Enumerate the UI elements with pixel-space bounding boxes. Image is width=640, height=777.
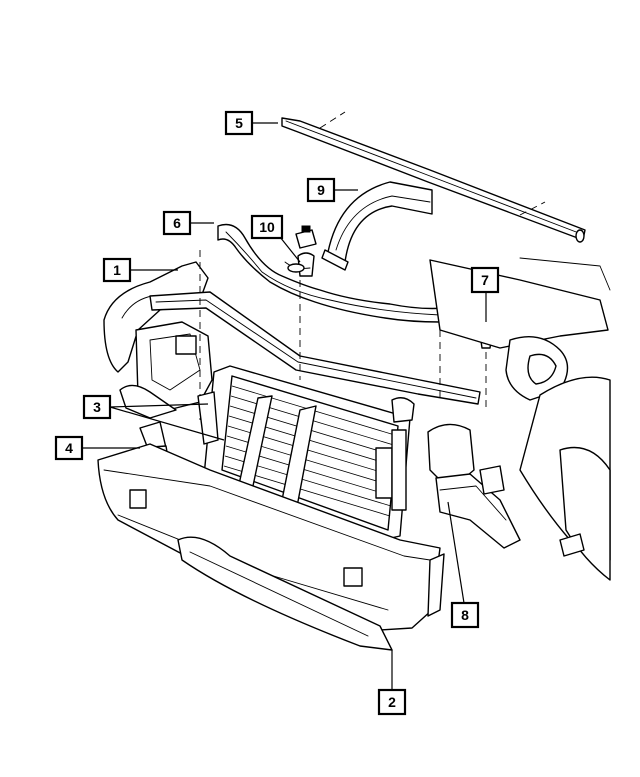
right-fender-body — [429, 257, 611, 581]
fender-seal-part — [321, 181, 433, 271]
callout-3: 3 — [82, 394, 112, 420]
callout-9: 9 — [306, 177, 336, 203]
svg-text:2: 2 — [388, 694, 396, 710]
callout-7: 7 — [470, 266, 500, 294]
callout-6: 6 — [162, 210, 192, 236]
svg-text:6: 6 — [173, 215, 181, 231]
callout-8: 8 — [450, 601, 480, 629]
svg-text:1: 1 — [113, 262, 121, 278]
svg-text:9: 9 — [317, 182, 325, 198]
svg-text:8: 8 — [461, 607, 469, 623]
upper-radiator-support — [149, 250, 481, 420]
side-bracket-part — [427, 423, 521, 549]
front-bumper-part — [97, 443, 445, 651]
callout-2: 2 — [377, 688, 407, 716]
hood-seal-part — [281, 111, 586, 243]
callout-10: 10 — [250, 214, 284, 240]
svg-text:7: 7 — [481, 272, 489, 288]
svg-text:3: 3 — [93, 399, 101, 415]
callout-4: 4 — [54, 435, 84, 461]
clip-fastener-part — [284, 225, 317, 277]
svg-text:5: 5 — [235, 115, 243, 131]
callout-5: 5 — [224, 110, 254, 136]
radiator-assembly — [197, 365, 415, 541]
leader-lines — [82, 122, 487, 690]
svg-text:4: 4 — [65, 440, 73, 456]
svg-text:10: 10 — [259, 219, 275, 235]
callout-1: 1 — [102, 257, 132, 283]
left-fender-body — [103, 261, 213, 419]
